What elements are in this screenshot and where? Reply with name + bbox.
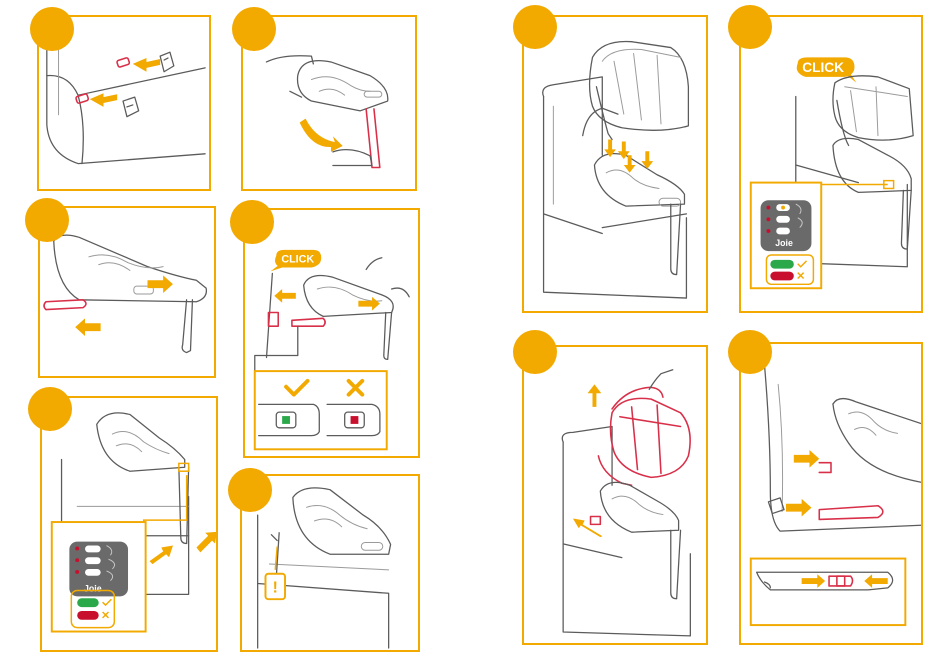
warning-icon: ! <box>265 574 285 599</box>
isofix-connection-illustration: CLICK <box>245 210 418 456</box>
step-badge-6 <box>228 468 272 512</box>
base-side-release-illustration <box>40 208 214 376</box>
isofix-guide-icon <box>160 52 174 72</box>
indicator-inset <box>255 371 387 449</box>
step-panel-4: CLICK <box>243 208 420 458</box>
step-panel-5: Joie <box>40 396 218 652</box>
step-badge-10 <box>728 330 772 374</box>
isofix-removal-illustration <box>741 344 921 643</box>
brand-label: Joie <box>84 583 102 593</box>
step-panel-9 <box>522 345 708 645</box>
step-panel-10 <box>739 342 923 645</box>
carrier-click-indicator-illustration: CLICK Joie <box>741 17 921 311</box>
step-badge-3 <box>25 198 69 242</box>
step-badge-4 <box>230 200 274 244</box>
step-badge-5 <box>28 387 72 431</box>
carrier-attach-illustration <box>524 17 706 311</box>
isofix-guide-icon <box>123 97 139 117</box>
isofix-detail-inset <box>751 559 906 626</box>
installed-base-indicator-illustration: Joie <box>42 398 216 650</box>
step-panel-8: CLICK Joie <box>739 15 923 313</box>
step-badge-1 <box>30 7 74 51</box>
click-label: CLICK <box>281 254 314 266</box>
leg-warning-illustration: ! <box>242 476 418 650</box>
svg-text:!: ! <box>273 579 278 596</box>
click-callout: CLICK <box>270 250 321 272</box>
carrier-release-illustration <box>524 347 706 643</box>
indicator-panel-icon: Joie <box>761 200 812 251</box>
step-panel-7 <box>522 15 708 313</box>
click-callout: CLICK <box>797 57 857 82</box>
step-badge-9 <box>513 330 557 374</box>
indicator-panel-icon: Joie <box>69 542 128 597</box>
click-label: CLICK <box>802 60 844 75</box>
step-badge-2 <box>232 7 276 51</box>
step-badge-8 <box>728 5 772 49</box>
brand-label: Joie <box>775 238 793 248</box>
step-badge-7 <box>513 5 557 49</box>
